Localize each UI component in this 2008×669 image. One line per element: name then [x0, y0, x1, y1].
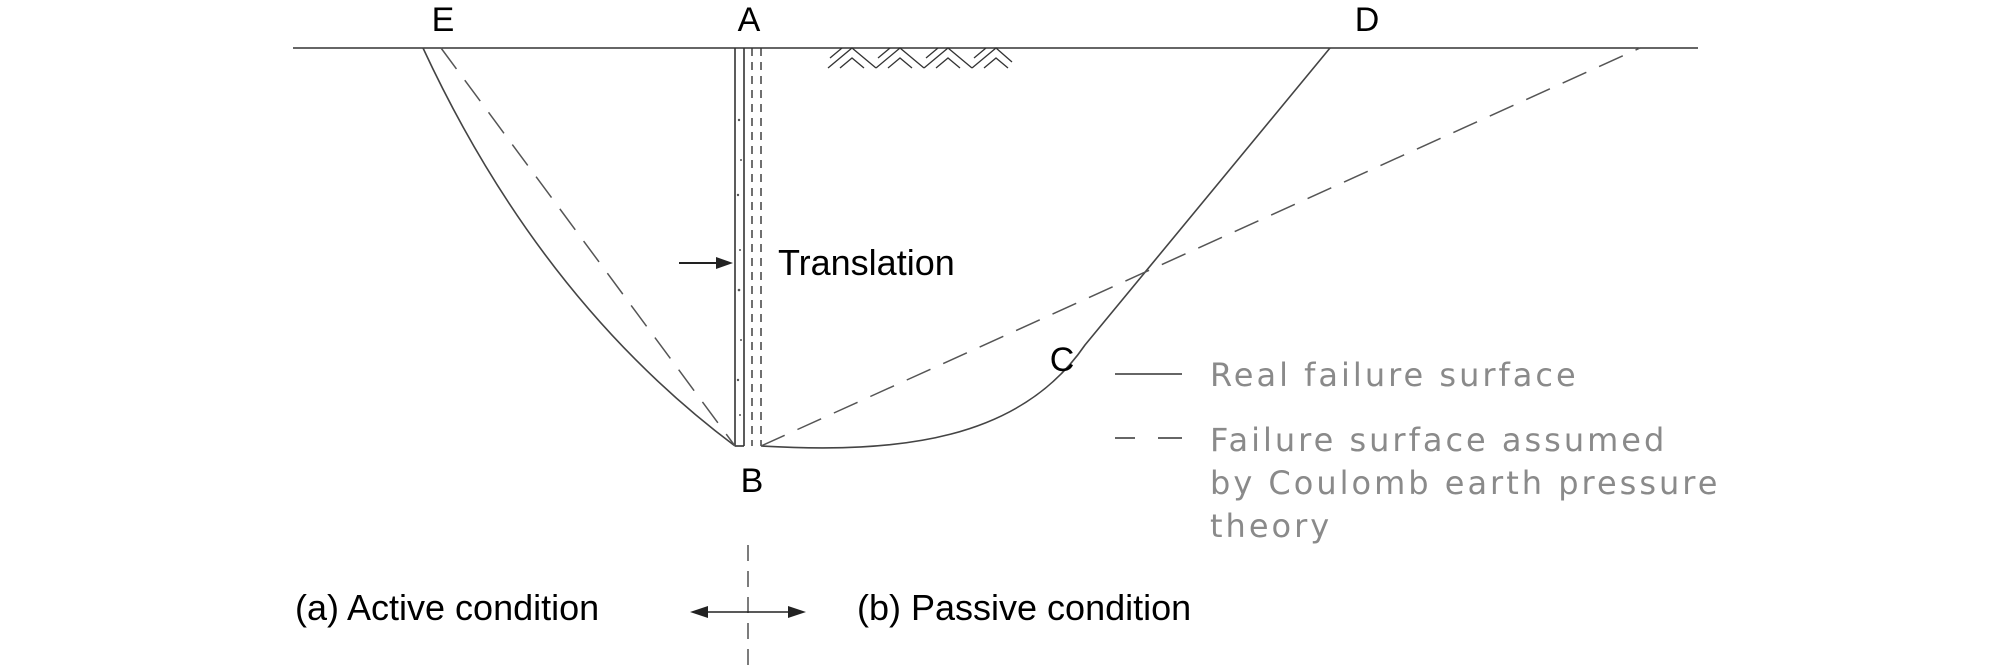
active-coulomb-failure-surface	[440, 47, 736, 447]
direction-double-arrow	[690, 606, 806, 618]
translation-arrow	[679, 257, 733, 269]
legend-dashed-label-line-3: theory	[1210, 507, 1332, 545]
point-label-d: D	[1355, 1, 1380, 39]
passive-real-failure-surface	[760, 47, 1331, 449]
soil-hatch-symbol	[827, 47, 1013, 69]
point-label-e: E	[432, 1, 455, 39]
caption-active-condition: (a) Active condition	[295, 587, 599, 628]
point-label-b: B	[741, 462, 764, 500]
point-label-a: A	[738, 1, 761, 39]
passive-coulomb-failure-surface	[760, 47, 1641, 447]
legend: Real failure surface Failure surface ass…	[1115, 356, 1720, 545]
active-real-failure-surface	[422, 47, 736, 447]
legend-dashed-label-line-2: by Coulomb earth pressure	[1210, 464, 1720, 502]
legend-dashed-label-line-1: Failure surface assumed	[1210, 421, 1667, 459]
caption-passive-condition: (b) Passive condition	[857, 587, 1191, 628]
translation-label: Translation	[778, 242, 955, 283]
point-label-c: C	[1050, 341, 1075, 379]
legend-solid-label: Real failure surface	[1210, 356, 1579, 394]
wall-concrete-texture	[736, 118, 742, 416]
retaining-wall	[734, 48, 762, 447]
